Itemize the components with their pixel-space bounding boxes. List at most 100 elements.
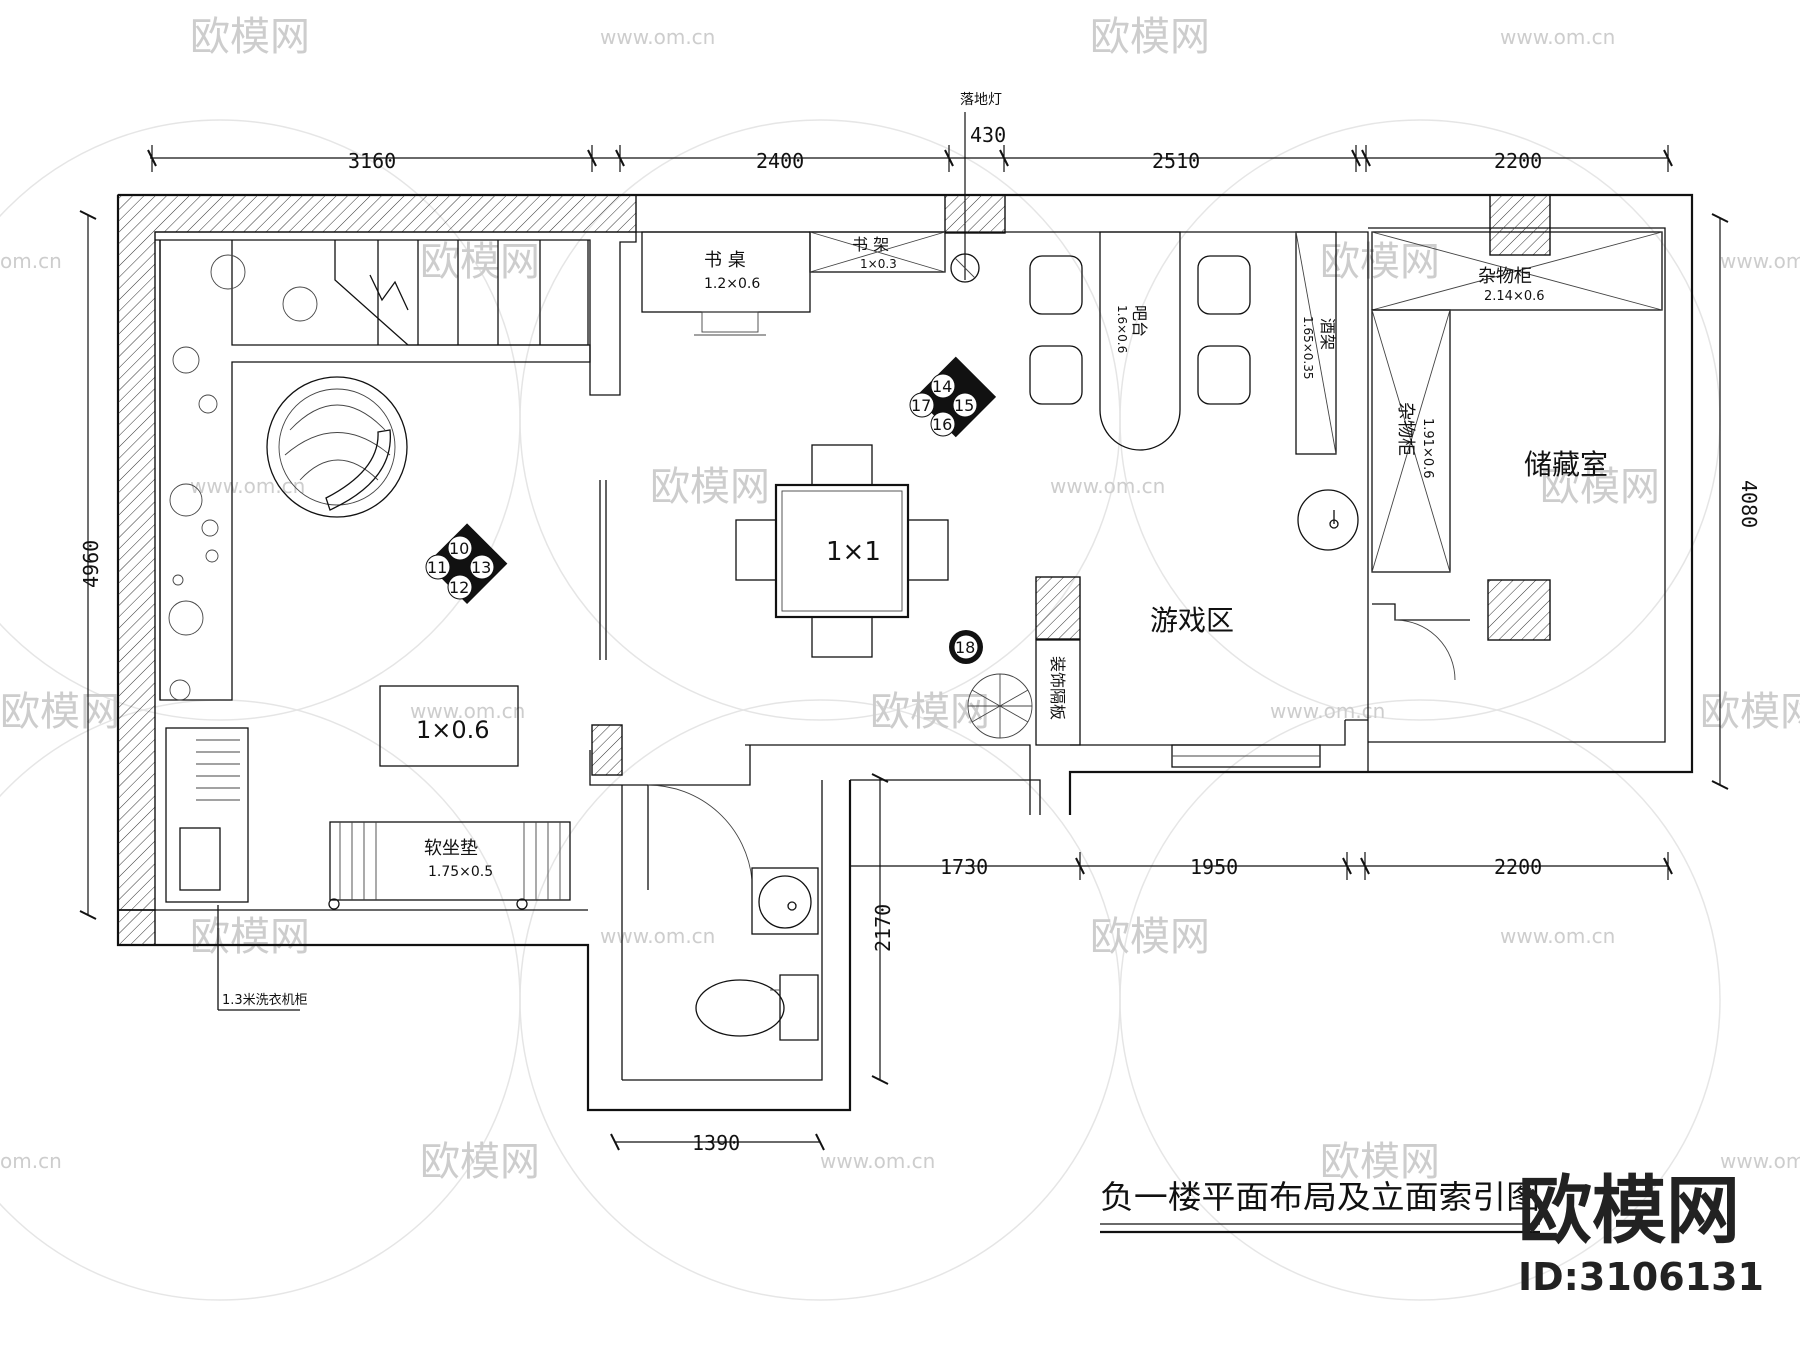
toilet-room	[647, 784, 819, 1041]
column-door	[591, 724, 623, 776]
washer-cabinet	[165, 727, 300, 1011]
column-game	[1035, 576, 1081, 640]
bookshelf-name: 书 架	[852, 235, 889, 254]
bar-counter	[1099, 231, 1181, 451]
dimension-top-1: 3160	[348, 149, 396, 173]
watermark-brand: 欧模网	[650, 464, 770, 510]
storage-room	[1345, 231, 1663, 721]
bar-size: 1.6×0.6	[1115, 305, 1129, 353]
wall-hatch-west	[117, 194, 637, 911]
sundry-cabinet-top-size: 2.14×0.6	[1484, 289, 1545, 304]
dimension-toilet-width: 1390	[692, 1131, 740, 1155]
watermark-url: www.om.cn	[600, 25, 715, 49]
dimension-bottom-3: 2200	[1494, 855, 1542, 879]
bar-stools	[1029, 255, 1251, 405]
dimension-lines	[79, 112, 1729, 1151]
elevation-marker-b-3: 12	[449, 578, 469, 597]
watermark-brand: 欧模网	[870, 689, 990, 735]
coffee-table-size: 1×0.6	[416, 716, 490, 744]
watermark-brand: 欧模网	[0, 689, 120, 735]
watermark-circles	[0, 119, 1721, 1301]
dimension-top-5: 2200	[1494, 149, 1542, 173]
watermark-brand: 欧模网	[1700, 689, 1800, 735]
floor-lamp	[950, 253, 980, 283]
elevation-marker-a-3: 16	[932, 415, 952, 434]
decorative-partition	[1035, 639, 1081, 746]
watermark-url: www.om.cn	[600, 924, 715, 948]
desk-size: 1.2×0.6	[704, 276, 760, 292]
bookshelf-size: 1×0.3	[860, 257, 897, 271]
watermark-brand: 欧模网	[190, 914, 310, 960]
walls	[116, 193, 1694, 1112]
soft-cushion	[328, 821, 571, 910]
watermark-brand: 欧模网	[1320, 239, 1440, 285]
wash-basin	[1297, 489, 1359, 551]
drawing-title: 负一楼平面布局及立面索引图	[1100, 1178, 1540, 1216]
wall-hatch-corner	[117, 909, 156, 946]
wine-rack-name: 酒架	[1318, 318, 1337, 350]
bar-name: 吧台	[1130, 305, 1149, 337]
game-area-label: 游戏区	[1150, 604, 1234, 637]
elevation-marker-c-number: 18	[955, 638, 975, 657]
watermark-url: www.om.cn	[1500, 924, 1615, 948]
watermark-url: www.om.cn	[1270, 699, 1385, 723]
storage-room-label: 储藏室	[1524, 448, 1608, 481]
footer-id: ID:3106131	[1518, 1255, 1764, 1299]
watermark-brand: 欧模网	[420, 239, 540, 285]
watermark-url: www.om.cn	[1720, 249, 1800, 273]
dimension-left: 4960	[79, 540, 103, 588]
watermark-brand: 欧模网	[190, 14, 310, 60]
column-storage-low	[1487, 579, 1551, 641]
elevation-marker-c	[949, 630, 983, 664]
game-table	[735, 444, 949, 658]
watermark-brand: 欧模网	[1540, 464, 1660, 510]
sundry-cabinet-side-size: 1.91×0.6	[1420, 418, 1435, 479]
sundry-cabinet-side-name: 杂物柜	[1395, 402, 1416, 456]
dimension-top-4: 2510	[1152, 149, 1200, 173]
column-top	[944, 194, 1006, 234]
dimension-top-3: 430	[970, 123, 1006, 147]
bookshelf	[809, 231, 946, 273]
wine-rack	[1295, 231, 1337, 455]
watermark-url: www.om.cn	[820, 1149, 935, 1173]
dimension-top-2: 2400	[756, 149, 804, 173]
watermark-brand: 欧模网	[1090, 14, 1210, 60]
watermark-brand: 欧模网	[1320, 1139, 1440, 1185]
washer-cabinet-label: 1.3米洗衣机柜	[222, 992, 308, 1008]
elevation-marker-a-1: 14	[932, 377, 952, 396]
watermark-layer: 欧模网 www.om.cn 欧模网 www.om.cn 欧模网 欧模网 om.c…	[0, 14, 1800, 1301]
watermark-url: www.om.cn	[190, 474, 305, 498]
watermark-url: www.om.cn	[1050, 474, 1165, 498]
game-table-size: 1×1	[826, 537, 881, 567]
footer-brand-logo: 欧模网	[1518, 1168, 1740, 1254]
elevation-marker-b	[425, 523, 508, 604]
watermark-url: www.om.cn	[1500, 25, 1615, 49]
dimension-bottom-2: 1950	[1190, 855, 1238, 879]
watermark-url-fragment: om.cn	[0, 249, 62, 273]
elevation-marker-a-4: 17	[911, 396, 931, 415]
coffee-table	[379, 685, 519, 767]
dimension-bottom-1: 1730	[940, 855, 988, 879]
column-storage	[1489, 194, 1551, 256]
watermark-url-fragment: om.cn	[0, 1149, 62, 1173]
planter-bed	[159, 240, 591, 701]
round-lounge-chair	[266, 376, 408, 518]
watermark-url: www.om.cn	[1720, 1149, 1800, 1173]
dimension-toilet-depth: 2170	[871, 904, 895, 952]
potted-plant	[967, 673, 1033, 739]
cushion-name: 软坐垫	[424, 838, 478, 859]
dimension-right: 4080	[1737, 480, 1761, 528]
cushion-size: 1.75×0.5	[428, 864, 493, 880]
elevation-marker-a	[909, 356, 997, 438]
sundry-cabinet-top-name: 杂物柜	[1478, 266, 1532, 287]
wine-rack-size: 1.65×0.35	[1301, 316, 1315, 380]
floor-lamp-label: 落地灯	[960, 92, 1002, 108]
elevation-marker-b-4: 11	[427, 558, 447, 577]
watermark-brand: 欧模网	[1090, 914, 1210, 960]
elevation-marker-b-1: 10	[449, 539, 469, 558]
elevation-marker-b-2: 13	[471, 558, 491, 577]
desk-name: 书 桌	[704, 250, 746, 271]
watermark-url: www.om.cn	[410, 699, 525, 723]
elevation-marker-a-2: 15	[954, 396, 974, 415]
